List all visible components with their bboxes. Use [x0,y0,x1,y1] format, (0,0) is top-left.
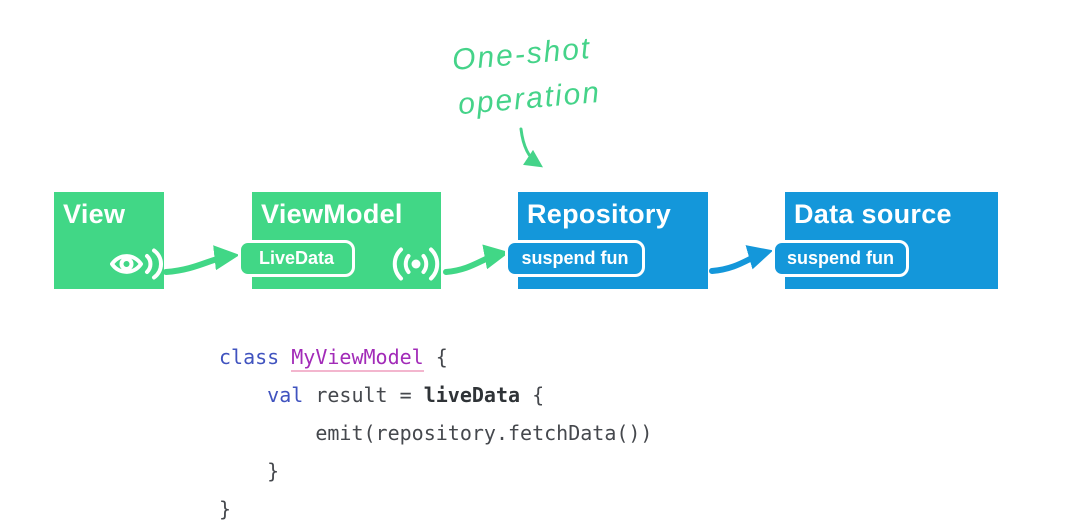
arrow-annotation-to-repository [519,127,543,168]
datasource-suspend-fun-tag: suspend fun [772,240,909,277]
box-view-title: View [63,199,126,229]
code-line: val result = liveData { [267,383,545,407]
code-line: emit(repository.fetchData()) [219,421,653,445]
box-datasource-title: Data source [794,199,952,229]
code-line: } [219,459,280,483]
observer-eye-icon [110,248,164,280]
repository-suspend-fun-tag: suspend fun [505,240,645,277]
box-repository-title: Repository [527,199,672,229]
arrow-repository-to-datasource [709,245,774,274]
arrow-view-to-viewmodel [163,245,240,275]
annotation-one-shot-line2: operation [456,75,603,122]
annotation-one-shot-line1: One-shot [450,31,593,78]
broadcast-icon [392,247,440,281]
box-viewmodel-title: ViewModel [261,199,403,229]
code-line: class MyViewModel { [219,338,652,376]
livedata-tag: LiveData [238,240,355,277]
code-snippet: class MyViewModel { val result = liveDat… [219,338,652,520]
arrow-viewmodel-to-repository [443,244,510,275]
box-view: View [54,192,164,289]
code-line: } [219,497,232,520]
